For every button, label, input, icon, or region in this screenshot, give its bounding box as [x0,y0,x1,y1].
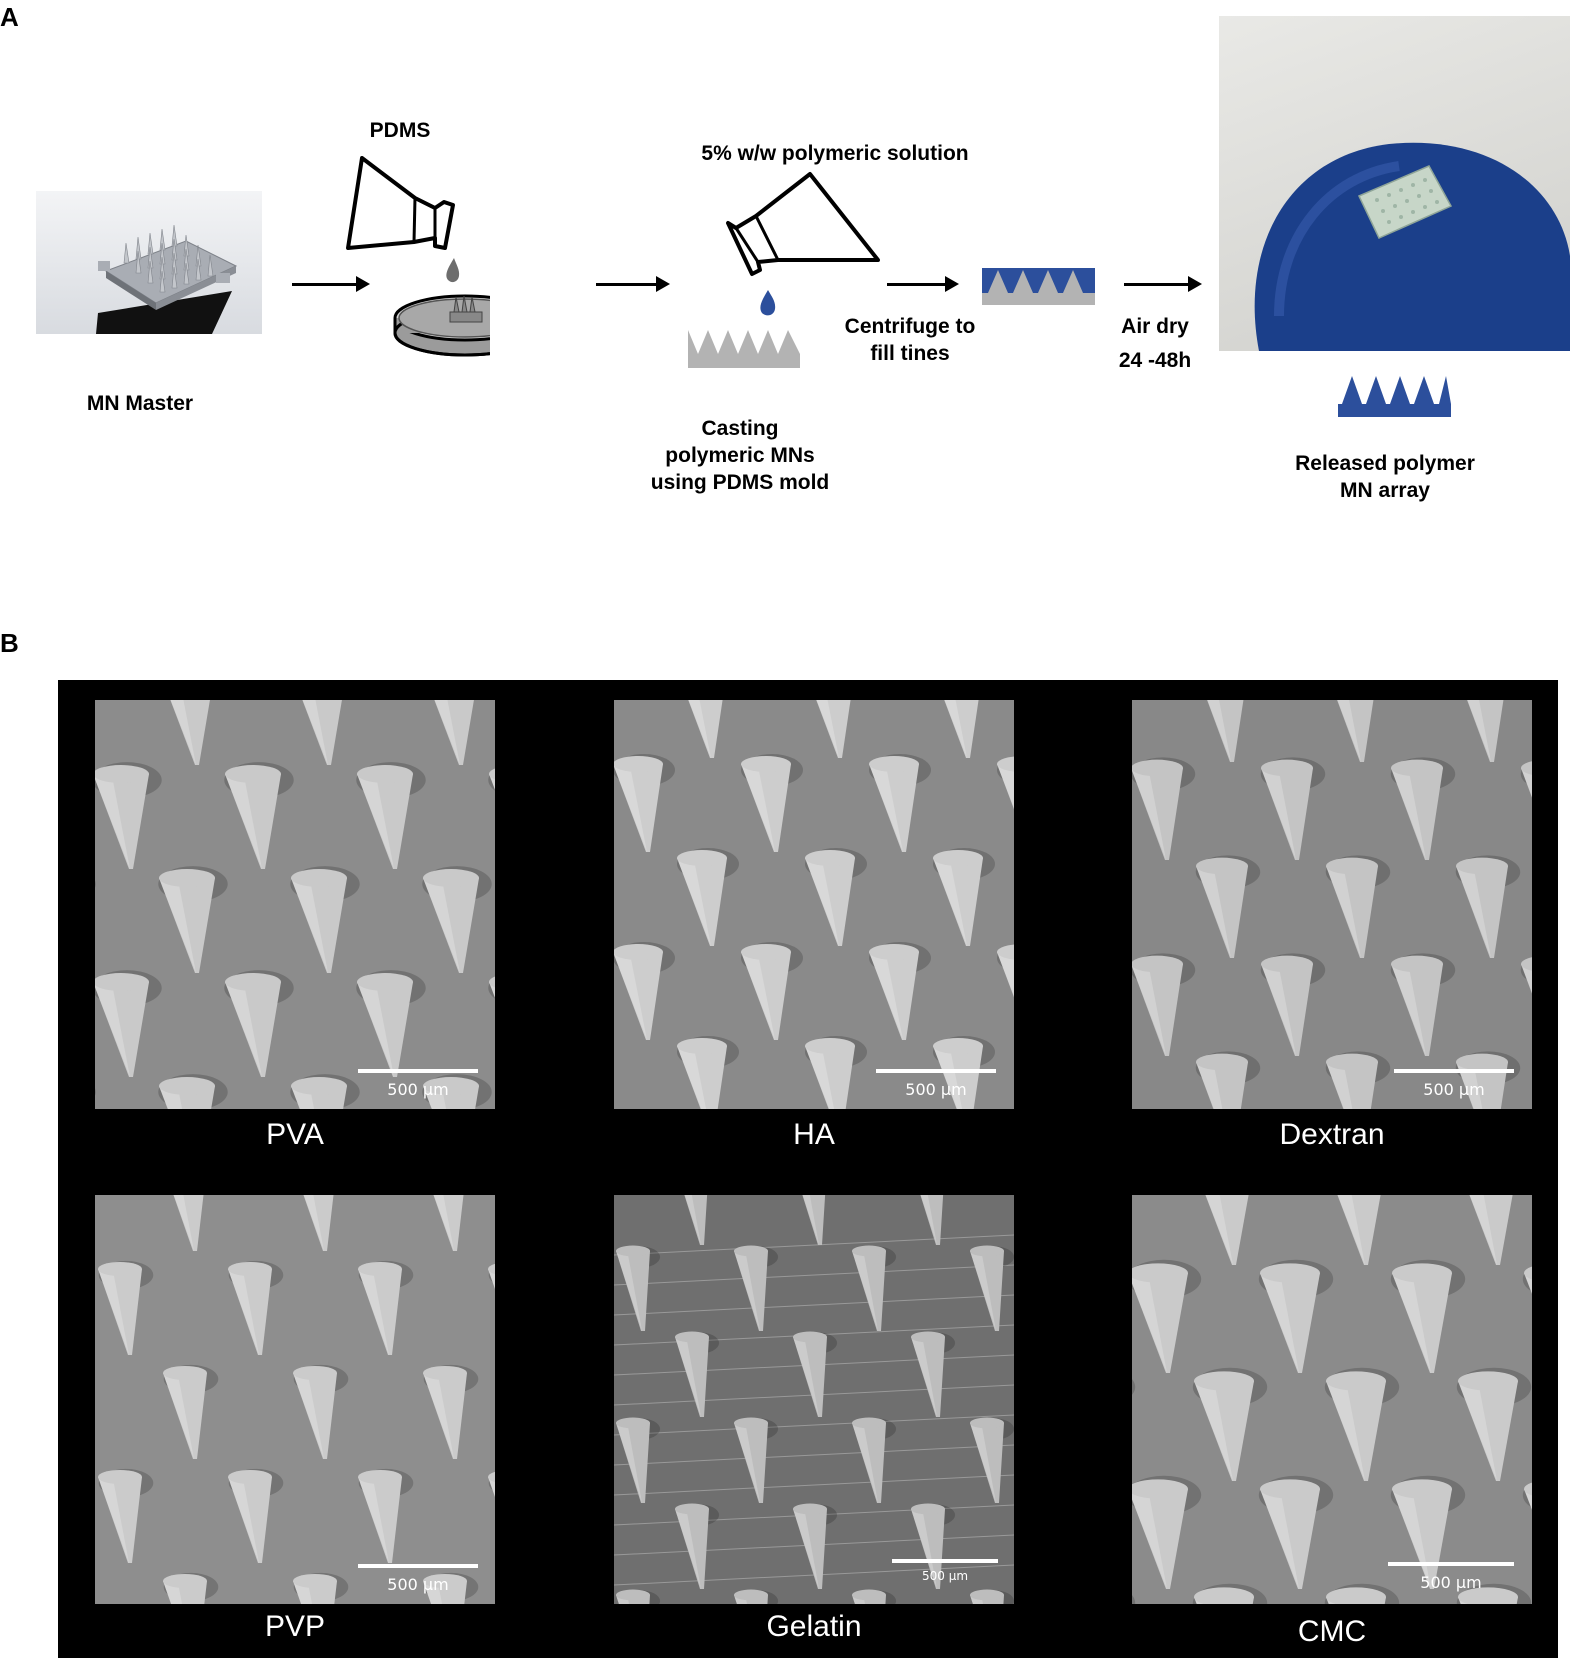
scale-bar-pvp [358,1564,478,1568]
released-mn-array-icon [1338,376,1451,417]
pdms-label: PDMS [369,119,431,142]
scale-bar-pva [358,1069,478,1073]
mn-master-label: MN Master [86,392,194,415]
scale-label-cmc: 500 µm [1420,1573,1482,1592]
panel-letter-a: A [0,2,19,32]
sem-name-dextran: Dextran [1279,1118,1385,1151]
sem-name-pva: PVA [266,1118,324,1151]
sem-image-dextran [1132,700,1532,1109]
casting-label: Casting polymeric MNs using PDMS mold [620,415,860,496]
arrow-1 [292,276,370,292]
scale-label-gelatin: 500 µm [921,1569,969,1583]
sem-image-gelatin [614,1195,1014,1604]
casting-label-line-1: Casting [701,417,779,440]
scale-label-dextran: 500 µm [1423,1080,1485,1099]
air-dry-label: Air dry 24 -48h [1110,310,1200,378]
sem-name-cmc: CMC [1297,1615,1367,1648]
sem-image-ha [614,700,1014,1109]
arrow-2 [596,276,670,292]
scale-bar-dextran [1394,1069,1514,1073]
mn-master-image [36,191,262,334]
sem-name-ha: HA [793,1118,835,1151]
casting-label-line-2: polymeric MNs [665,444,815,467]
sem-image-cmc [1132,1195,1532,1604]
polymer-pouring-flask-icon [726,172,880,316]
sem-image-pvp [95,1195,495,1604]
filled-mold-icon [982,268,1095,305]
air-dry-label-line-2: 24 -48h [1118,349,1192,372]
centrifuge-label-line-2: fill tines [870,342,950,365]
panel-letter-b: B [0,628,19,658]
scale-label-pva: 500 µm [387,1080,449,1099]
released-array-label: Released polymer MN array [1260,450,1510,504]
sem-image-pva [95,700,495,1109]
released-array-label-line-1: Released polymer [1295,452,1475,475]
air-dry-label-line-1: Air dry [1121,315,1189,338]
pdms-mold-icon [688,330,800,368]
centrifuge-label: Centrifuge to fill tines [830,313,990,367]
arrow-4 [1124,276,1202,292]
centrifuge-label-line-1: Centrifuge to [844,315,976,338]
scale-bar-cmc [1388,1562,1514,1566]
sem-name-gelatin: Gelatin [766,1610,862,1643]
sem-name-pvp: PVP [264,1610,326,1643]
casting-label-line-3: using PDMS mold [650,471,830,494]
released-array-label-line-2: MN array [1340,479,1430,502]
arrow-3 [887,276,959,292]
pdms-pouring-flask-icon [346,156,490,357]
scale-label-ha: 500 µm [905,1080,967,1099]
scale-label-pvp: 500 µm [387,1575,449,1594]
scale-bar-gelatin [892,1559,998,1563]
mn-patch-photo [1219,16,1570,351]
scale-bar-ha [876,1069,996,1073]
sem-image-grid: 500 µm PVA 500 µm HA 500 µm Dextran 500 … [58,680,1558,1658]
polymer-solution-label: 5% w/w polymeric solution [701,142,969,165]
